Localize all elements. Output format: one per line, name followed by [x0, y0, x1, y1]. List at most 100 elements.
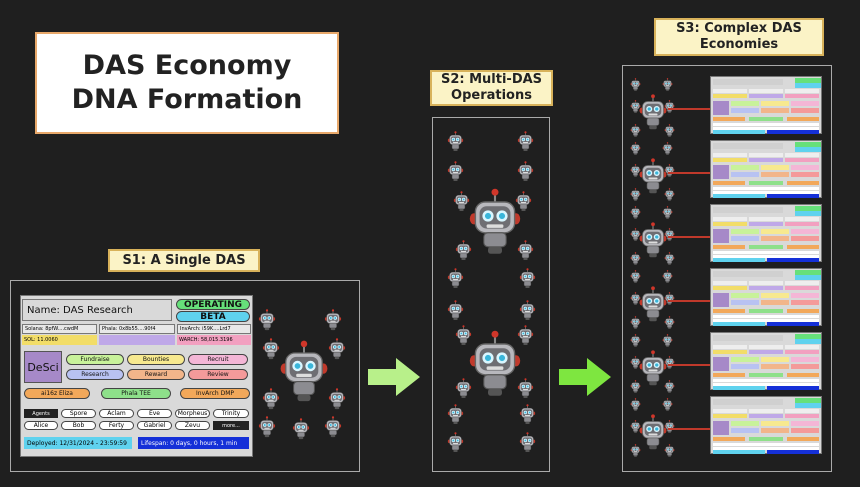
card-block: [795, 398, 821, 403]
framework-eliza[interactable]: ai16z Eliza: [24, 388, 90, 399]
agent-gabriel[interactable]: Gabriel: [137, 421, 172, 430]
card-block: [713, 443, 819, 446]
agent-aclam[interactable]: Aclam: [99, 409, 134, 418]
card-block: [731, 108, 759, 113]
card-block: [731, 229, 759, 234]
mini-robot-icon: [630, 124, 641, 137]
main-title: DAS Economy DNA Formation: [35, 32, 339, 134]
card-block: [713, 345, 747, 349]
mini-robot-icon: [630, 188, 641, 201]
mini-robot-icon: [662, 334, 673, 347]
card-block: [713, 165, 729, 179]
card-block: [785, 94, 819, 98]
task-bounties[interactable]: Bounties: [127, 354, 185, 365]
card-block: [785, 350, 819, 354]
card-block: [713, 357, 729, 371]
mini-robot-icon: [662, 206, 673, 219]
card-block: [731, 101, 759, 106]
card-block: [713, 123, 819, 126]
invarch-id: InvArch: i59K....Lrd7: [177, 324, 251, 334]
mini-robot-icon: [630, 292, 641, 305]
card-block: [749, 117, 783, 121]
card-block: [713, 187, 819, 190]
card-block: [713, 127, 819, 130]
card-block: [785, 414, 819, 418]
das-card: Name: DAS Research OPERATING BETA Solana…: [20, 295, 253, 457]
stage-s3-text-line2: Economies: [699, 37, 779, 52]
agent-trinity[interactable]: Trinity: [213, 409, 249, 418]
card-block: [785, 345, 819, 349]
card-block: [767, 194, 819, 198]
card-block: [713, 447, 819, 450]
card-block: [791, 421, 819, 426]
task-reward[interactable]: Reward: [127, 369, 185, 380]
task-research[interactable]: Research: [66, 369, 124, 380]
agent-alice[interactable]: Alice: [24, 421, 58, 430]
framework-phala-tee[interactable]: Phala TEE: [101, 388, 171, 399]
das-card-mini: [710, 396, 822, 454]
more-agents-button[interactable]: more...: [213, 421, 249, 430]
das-card-mini: [710, 204, 822, 262]
mini-robot-icon: [664, 292, 675, 305]
mini-robot-icon: [630, 334, 641, 347]
card-block: [761, 364, 789, 369]
mini-robot-icon: [447, 432, 464, 452]
mini-robot-icon: [262, 388, 280, 410]
card-block: [795, 403, 821, 408]
mini-robot-icon: [630, 356, 641, 369]
mini-robot-icon: [630, 270, 641, 283]
card-block: [767, 258, 819, 262]
mini-robot-icon: [664, 380, 675, 393]
mini-robot-icon: [328, 388, 346, 410]
connector-line: [668, 300, 710, 302]
mini-robot-icon: [455, 378, 472, 398]
mini-robot-icon: [262, 338, 280, 360]
agent-bob[interactable]: Bob: [61, 421, 96, 430]
card-block: [791, 172, 819, 177]
card-block: [731, 165, 759, 170]
card-block: [787, 181, 819, 185]
card-block: [749, 345, 783, 349]
framework-invarch-dmp[interactable]: InvArch DMP: [180, 388, 250, 399]
mini-robot-icon: [517, 131, 534, 151]
card-block: [731, 236, 759, 241]
mini-robot-icon: [447, 268, 464, 288]
mini-robot-icon: [455, 325, 472, 345]
card-block: [713, 181, 745, 185]
card-block: [713, 383, 819, 386]
card-block: [749, 286, 783, 290]
mini-robot-icon: [664, 316, 675, 329]
card-block: [791, 108, 819, 113]
das-card-mini: [710, 332, 822, 390]
card-block: [713, 450, 765, 454]
card-block: [767, 130, 819, 134]
connector-line: [668, 428, 710, 430]
card-block: [749, 281, 783, 285]
card-block: [767, 450, 819, 454]
card-block: [731, 428, 759, 433]
connector-line: [668, 236, 710, 238]
connector-line: [668, 172, 710, 174]
das-card-mini: [710, 76, 822, 134]
mini-robot-icon: [519, 432, 536, 452]
agent-eve[interactable]: Eve: [137, 409, 172, 418]
card-block: [713, 153, 747, 157]
card-block: [713, 222, 747, 226]
task-recruit[interactable]: Recruit: [188, 354, 248, 365]
card-block: [795, 339, 821, 344]
card-block: [713, 315, 819, 318]
mini-robot-icon: [519, 404, 536, 424]
arrow-s2-to-s3-icon: [559, 358, 611, 396]
agent-morpheus[interactable]: Morpheus: [175, 409, 210, 418]
agent-spore[interactable]: Spore: [61, 409, 96, 418]
mini-robot-icon: [664, 420, 675, 433]
agent-zevu[interactable]: Zevu: [175, 421, 210, 430]
mini-robot-icon: [630, 78, 641, 91]
card-block: [713, 281, 747, 285]
task-review[interactable]: Review: [188, 369, 248, 380]
card-block: [713, 258, 765, 262]
mini-robot-icon: [517, 325, 534, 345]
task-fundraise[interactable]: Fundraise: [66, 354, 124, 365]
mini-robot-icon: [258, 309, 276, 331]
agent-ferty[interactable]: Ferty: [99, 421, 134, 430]
